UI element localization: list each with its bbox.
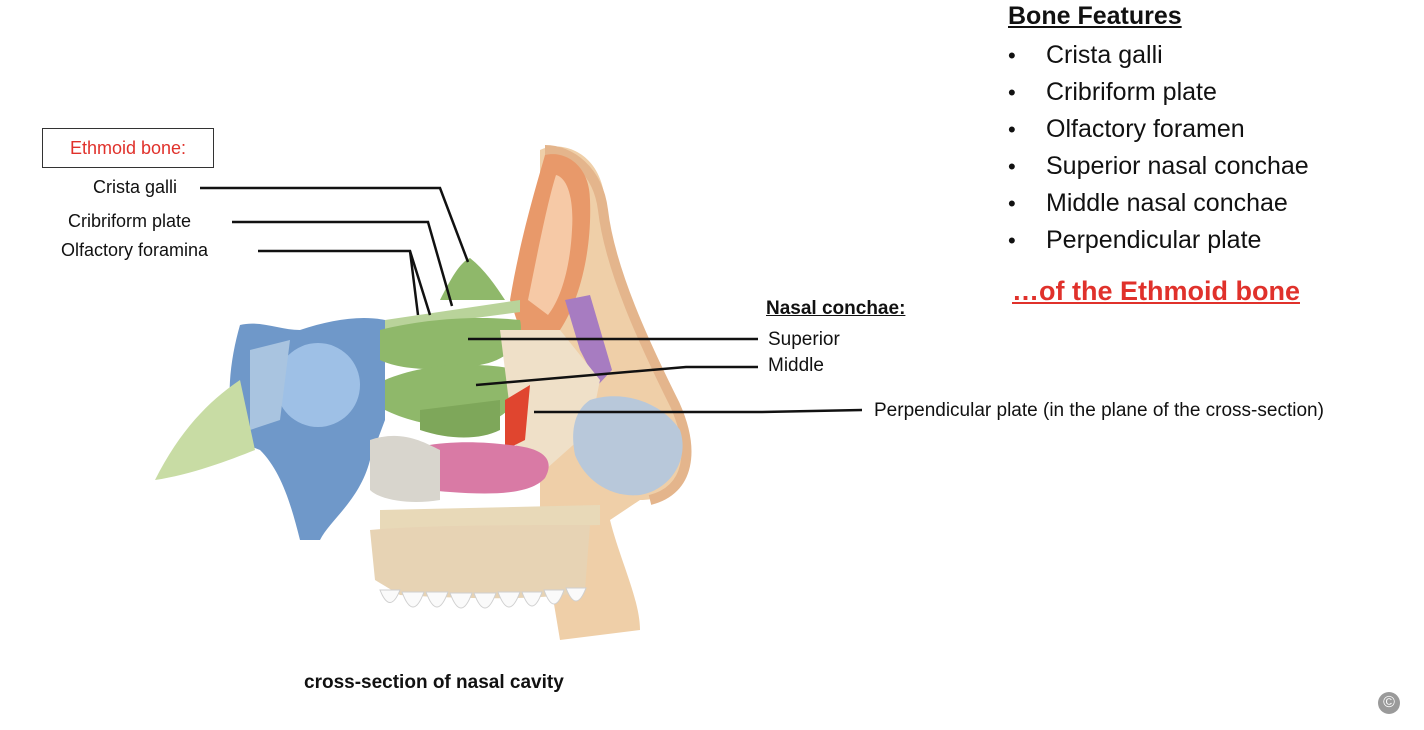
bone-features-list: •Crista galli •Cribriform plate •Olfacto…	[1008, 37, 1309, 259]
leader-perpendicular-plate	[534, 408, 863, 414]
occipital-wedge	[155, 380, 255, 480]
of-the-ethmoid-bone: …of the Ethmoid bone	[1012, 276, 1300, 306]
hard-palate	[380, 505, 600, 530]
superior-concha-shape	[380, 318, 521, 370]
sphenoid-sinus	[276, 343, 360, 427]
list-item: •Cribriform plate	[1008, 74, 1309, 111]
nose-skin-outline	[544, 145, 692, 505]
label-olfactory-foramina: Olfactory foramina	[61, 240, 209, 260]
ethmoid-lower	[420, 400, 500, 438]
maxilla	[370, 525, 590, 599]
label-superior: Superior	[768, 329, 840, 350]
teeth	[379, 587, 587, 609]
bone-features-panel: Bone Features •Crista galli •Cribriform …	[1008, 2, 1309, 259]
figure-caption: cross-section of nasal cavity	[304, 672, 564, 693]
bullet-icon: •	[1008, 43, 1016, 68]
list-item: •Perpendicular plate	[1008, 222, 1309, 259]
palate-grey	[370, 435, 440, 502]
label-perpendicular-plate: Perpendicular plate (in the plane of the…	[874, 400, 1324, 421]
leader-middle	[475, 365, 758, 387]
nasal-cartilage	[573, 396, 683, 496]
bullet-icon: •	[1008, 80, 1016, 105]
bullet-icon: •	[1008, 117, 1016, 142]
perpendicular-plate-red	[505, 385, 530, 450]
label-crista-galli: Crista galli	[93, 177, 178, 197]
sphenoid-spongy	[250, 340, 290, 430]
bone-features-title: Bone Features	[1008, 2, 1182, 30]
frontal-sinus	[528, 175, 573, 315]
leader-olfactory-foramina	[258, 249, 432, 316]
list-item: •Olfactory foramen	[1008, 111, 1309, 148]
nasal-conchae-heading: Nasal conchae:	[766, 298, 906, 319]
leader-lines	[200, 186, 863, 414]
list-item: •Middle nasal conchae	[1008, 185, 1309, 222]
list-item: •Crista galli	[1008, 37, 1309, 74]
bullet-icon: •	[1008, 228, 1016, 253]
list-item: •Superior nasal conchae	[1008, 148, 1309, 185]
crista-galli-shape	[440, 258, 505, 300]
label-cribriform-plate: Cribriform plate	[68, 211, 192, 231]
leader-olfactory-foramina-2	[408, 250, 420, 316]
leader-crista-galli	[200, 186, 470, 263]
ethmoid-bone-heading: Ethmoid bone:	[42, 128, 214, 168]
leader-cribriform-plate	[232, 220, 454, 307]
bullet-icon: •	[1008, 154, 1016, 179]
copyright-icon: ©	[1378, 692, 1400, 714]
label-middle: Middle	[768, 355, 824, 376]
bullet-icon: •	[1008, 191, 1016, 216]
